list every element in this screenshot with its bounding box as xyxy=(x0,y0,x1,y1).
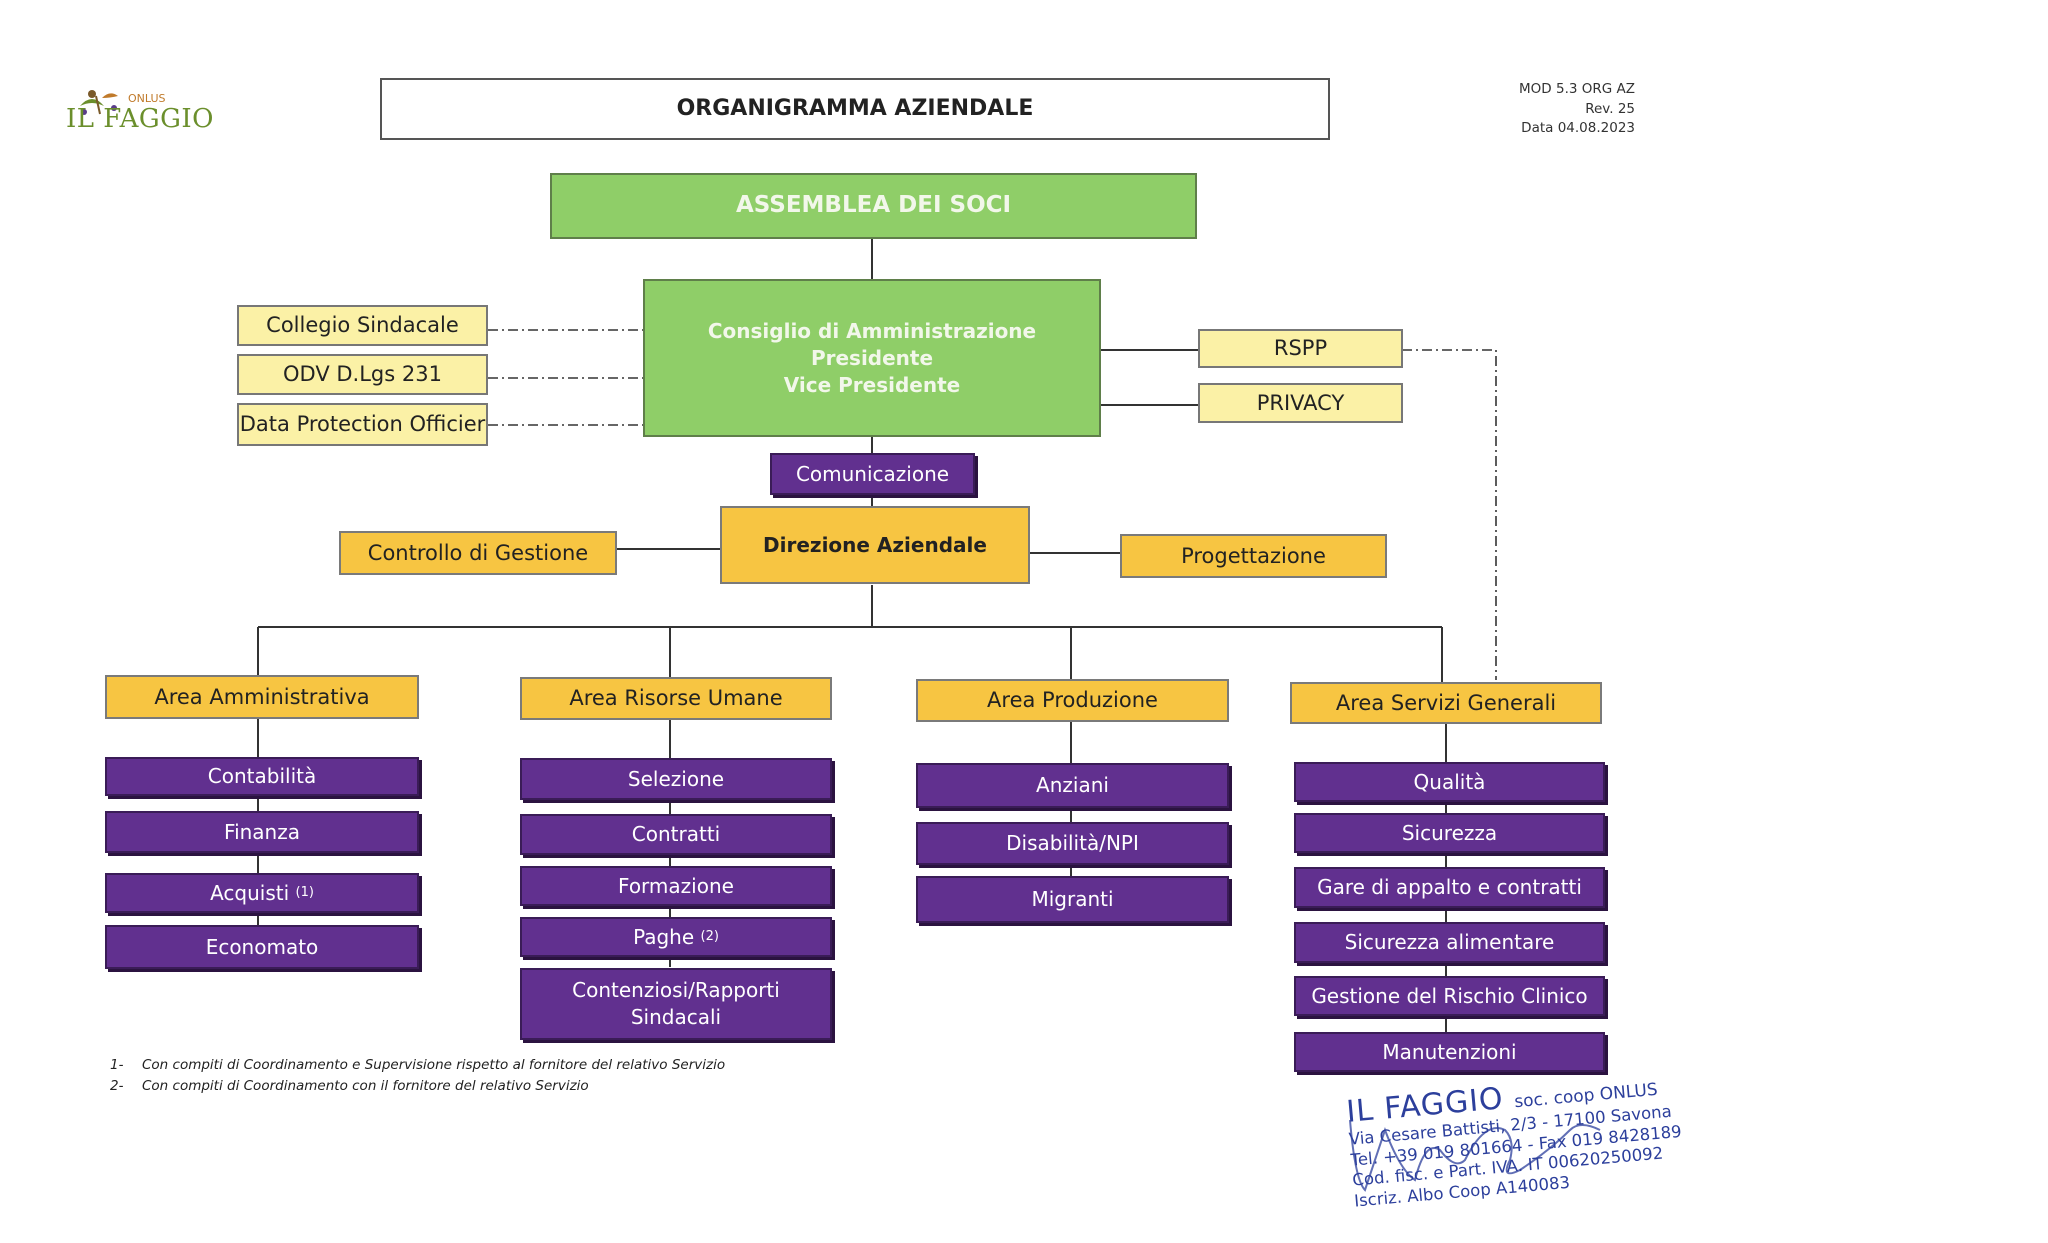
privacy-box: PRIVACY xyxy=(1198,383,1403,423)
signature-scribble xyxy=(1349,1119,1601,1192)
unit-manutenzioni: Manutenzioni xyxy=(1294,1032,1605,1072)
direzione-box: Direzione Aziendale xyxy=(720,506,1030,584)
area-servizi-generali: Area Servizi Generali xyxy=(1290,682,1602,724)
unit-sicurezza: Sicurezza xyxy=(1294,813,1605,853)
area-risorse-umane: Area Risorse Umane xyxy=(520,677,832,720)
unit-contratti: Contratti xyxy=(520,814,832,855)
logo-text: IL FAGGIO xyxy=(66,104,214,134)
progettazione-box: Progettazione xyxy=(1120,534,1387,578)
footnotes: 1-Con compiti di Coordinamento e Supervi… xyxy=(110,1055,725,1097)
unit-migranti: Migranti xyxy=(916,876,1229,923)
area-amministrativa: Area Amministrativa xyxy=(105,675,419,719)
ref-revision: Rev. 25 xyxy=(1585,100,1635,117)
unit-formazione: Formazione xyxy=(520,866,832,906)
odv-box: ODV D.Lgs 231 xyxy=(237,354,488,395)
ref-model: MOD 5.3 ORG AZ xyxy=(1519,81,1635,97)
collegio-sindacale-box: Collegio Sindacale xyxy=(237,305,488,346)
board-line-1: Consiglio di Amministrazione xyxy=(707,318,1037,343)
board-line-2: Presidente xyxy=(810,345,934,370)
unit-qualita: Qualità xyxy=(1294,762,1605,802)
unit-rischio-clinico: Gestione del Rischio Clinico xyxy=(1294,976,1605,1016)
unit-economato: Economato xyxy=(105,925,419,969)
unit-sicurezza-alimentare: Sicurezza alimentare xyxy=(1294,922,1605,963)
unit-paghe: Paghe (2) xyxy=(520,917,832,957)
logo-mark xyxy=(80,90,118,115)
footnote-1: 1-Con compiti di Coordinamento e Supervi… xyxy=(110,1057,726,1073)
comunicazione-box: Comunicazione xyxy=(770,453,975,495)
unit-contenziosi: Contenziosi/Rapporti Sindacali xyxy=(520,968,832,1040)
unit-disabilita: Disabilità/NPI xyxy=(916,822,1229,865)
dpo-box: Data Protection Officier xyxy=(237,403,488,446)
page-title: ORGANIGRAMMA AZIENDALE xyxy=(380,78,1330,140)
unit-finanza: Finanza xyxy=(105,811,419,853)
board-line-3: Vice Presidente xyxy=(783,372,961,397)
controllo-gestione-box: Controllo di Gestione xyxy=(339,531,617,575)
unit-acquisti: Acquisti (1) xyxy=(105,873,419,913)
unit-gare-appalto: Gare di appalto e contratti xyxy=(1294,867,1605,908)
unit-anziani: Anziani xyxy=(916,763,1229,808)
document-reference: MOD 5.3 ORG AZ Rev. 25 Data 04.08.2023 xyxy=(1470,80,1635,139)
footnote-2: 2-Con compiti di Coordinamento con il fo… xyxy=(110,1077,589,1094)
unit-selezione: Selezione xyxy=(520,758,832,800)
board-box: Consiglio di Amministrazione Presidente … xyxy=(643,279,1101,437)
area-produzione: Area Produzione xyxy=(916,679,1229,722)
unit-contabilita: Contabilità xyxy=(105,757,419,796)
ref-date: Data 04.08.2023 xyxy=(1521,120,1635,137)
assembly-box: ASSEMBLEA DEI SOCI xyxy=(550,173,1197,239)
logo-onlus: ONLUS xyxy=(128,92,166,105)
rspp-box: RSPP xyxy=(1198,329,1403,368)
